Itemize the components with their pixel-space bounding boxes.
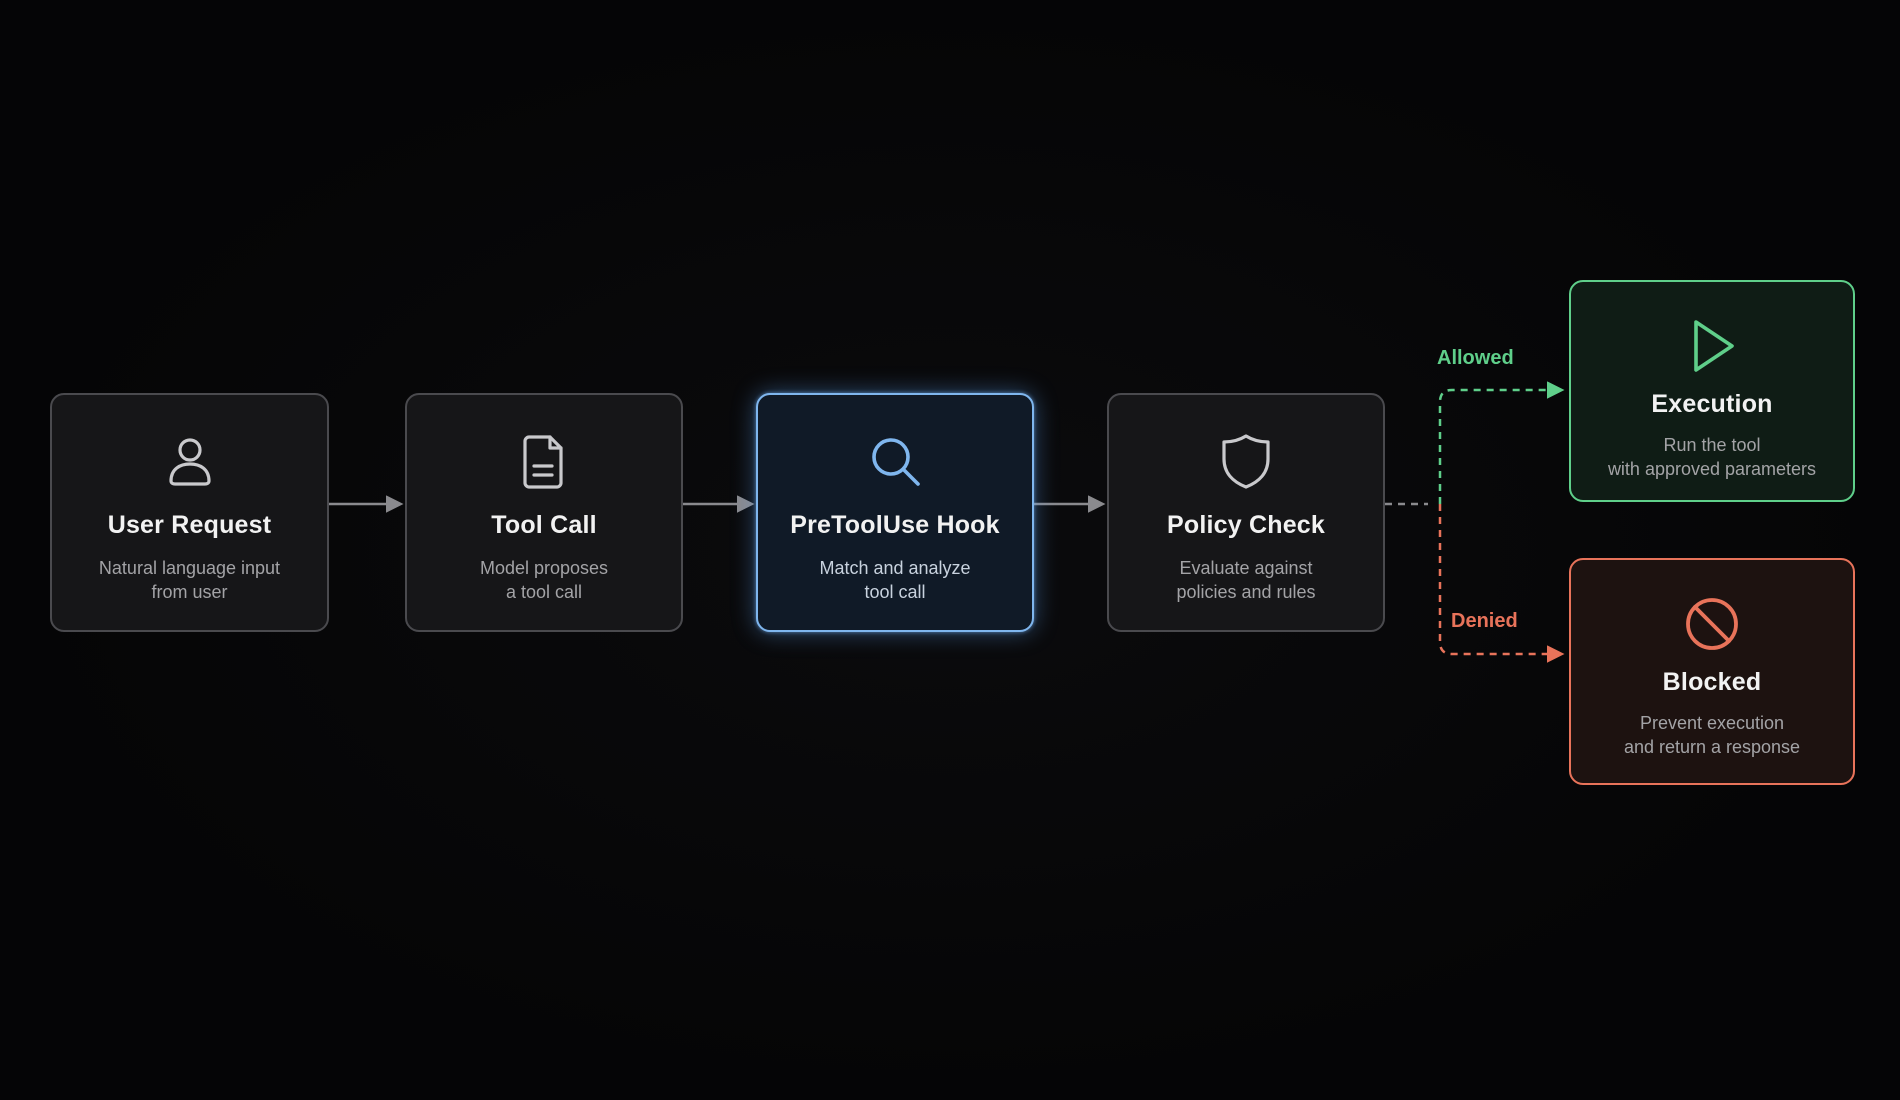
node-policy-check: Policy Check Evaluate against policies a… [1107, 393, 1385, 632]
arrow-allowed [1438, 381, 1565, 504]
node-description: Run the tool with approved parameters [1607, 435, 1817, 479]
allowed-label: Allowed [1437, 347, 1514, 369]
node-title: Execution [1651, 390, 1773, 418]
play-icon [1682, 316, 1742, 376]
node-description: Prevent execution and return a response [1623, 713, 1801, 757]
node-pretooluse-hook: PreToolUse Hook Match and analyze tool c… [756, 393, 1034, 632]
node-description: Model proposes a tool call [479, 558, 609, 602]
shield-icon [1216, 431, 1276, 491]
node-title: Policy Check [1166, 511, 1326, 539]
node-title: User Request [107, 511, 272, 539]
denied-label: Denied [1451, 610, 1518, 632]
node-blocked: Blocked Prevent execution and return a r… [1569, 558, 1855, 785]
user-icon [160, 431, 220, 491]
node-user-request: User Request Natural language input from… [50, 393, 329, 632]
document-icon [514, 431, 574, 491]
prohibited-icon [1682, 594, 1742, 654]
node-description: Match and analyze tool call [819, 558, 971, 602]
node-tool-call: Tool Call Model proposes a tool call [405, 393, 683, 632]
node-execution: Execution Run the tool with approved par… [1569, 280, 1855, 502]
node-description: Natural language input from user [98, 558, 281, 602]
node-title: Blocked [1662, 668, 1762, 696]
node-description: Evaluate against policies and rules [1176, 558, 1316, 602]
search-icon [865, 431, 925, 491]
node-title: Tool Call [491, 511, 597, 539]
node-title: PreToolUse Hook [790, 511, 1000, 539]
arrow-denied [1438, 504, 1565, 663]
